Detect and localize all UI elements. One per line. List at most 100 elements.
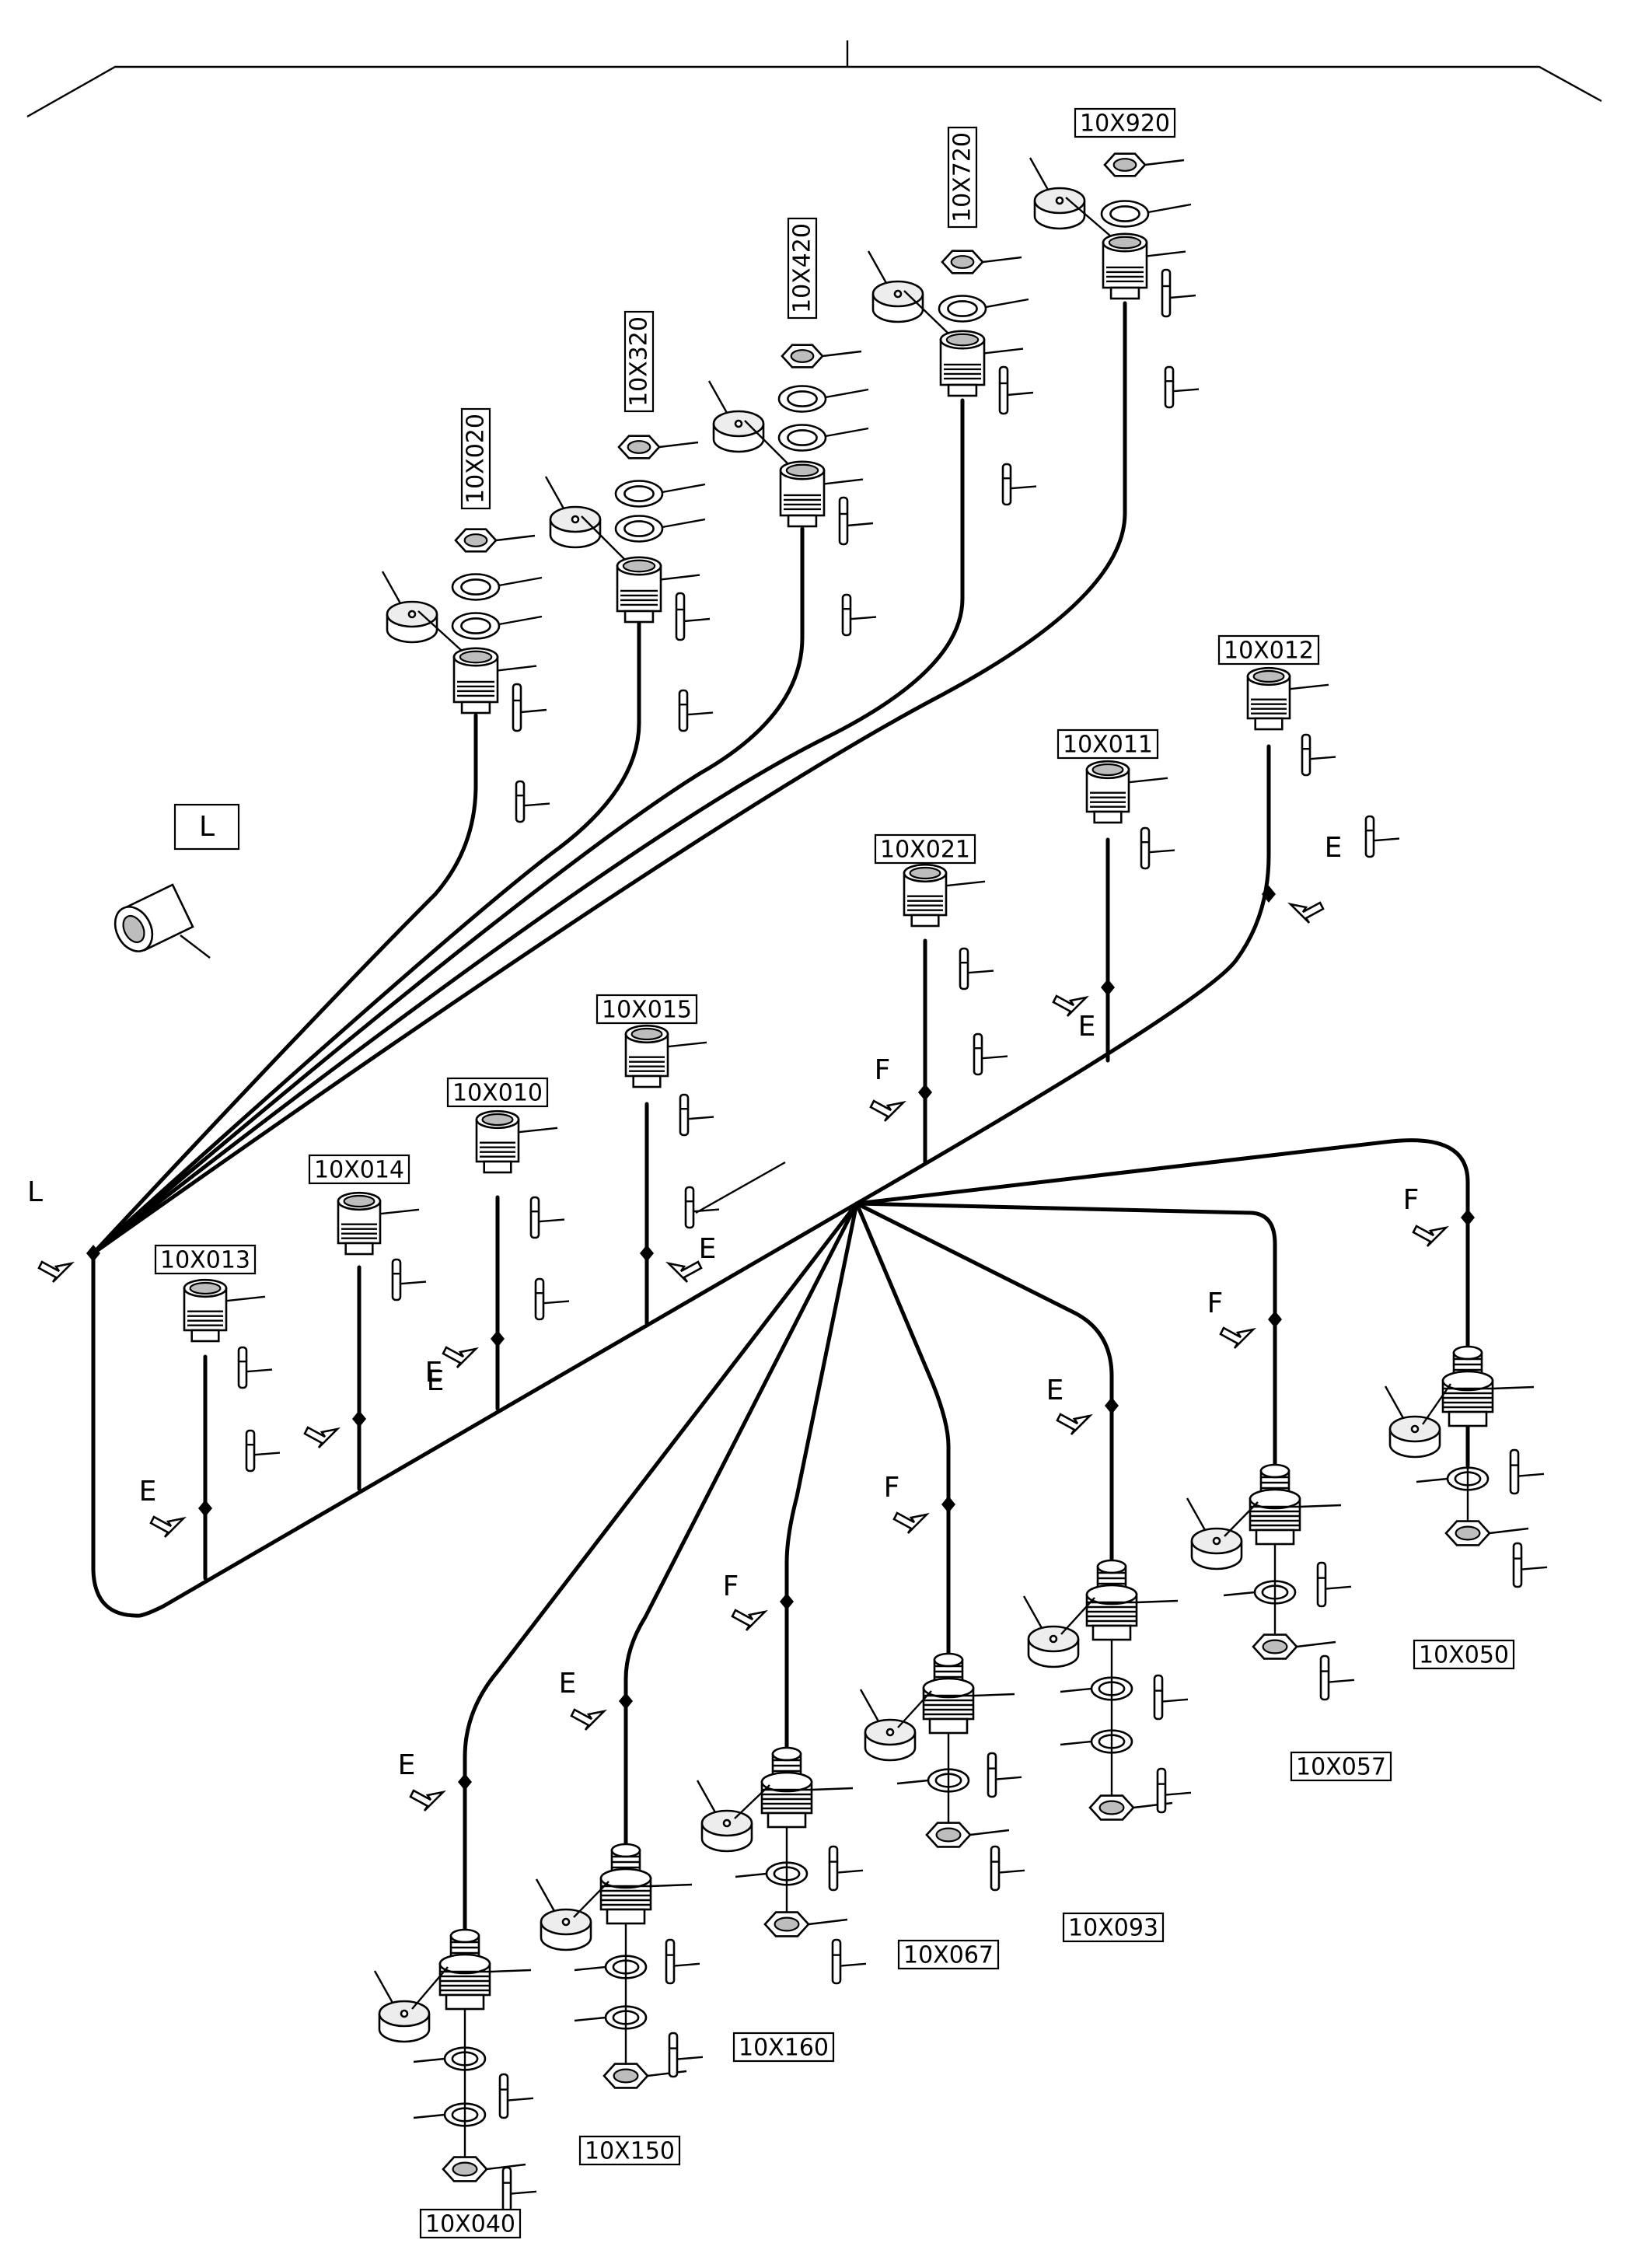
connector-label: 10X011 — [1063, 732, 1153, 759]
label-10x012: 10X012 — [1217, 634, 1320, 666]
breakout-e-2 — [303, 1410, 366, 1448]
breakout-f-8 — [1412, 1209, 1475, 1247]
bracket-l-group: L — [114, 803, 240, 959]
breakout-letter: E — [427, 1365, 445, 1397]
connector-label: 10X014 — [314, 1157, 404, 1184]
connector-10x021: 10X021 — [874, 833, 1008, 1076]
breakout-e-7 — [1262, 886, 1325, 924]
label-10x057: 10X057 — [1290, 1751, 1392, 1782]
connector-label: 10X057 — [1296, 1754, 1386, 1781]
connector-label: 10X010 — [452, 1080, 543, 1107]
breakout-letter: L — [27, 1176, 43, 1208]
connector-10x012: 10X012 — [1217, 634, 1400, 858]
breakout-f-11 — [892, 1496, 955, 1534]
label-10x320: 10X320 — [623, 310, 655, 413]
label-10x050: 10X050 — [1413, 1639, 1515, 1670]
breakout-letter: F — [723, 1570, 739, 1602]
label-10x093: 10X093 — [1062, 1912, 1165, 1943]
connector-10x020: 10X020 — [381, 407, 550, 823]
breakout-letter: E — [425, 1357, 443, 1389]
breakout-l-0 — [37, 1245, 100, 1283]
breakout-letter: E — [398, 1749, 416, 1781]
upper-branches — [91, 301, 1127, 1256]
label-10x014: 10X014 — [308, 1154, 410, 1185]
label-10x011: 10X011 — [1057, 728, 1159, 760]
connector-label: 10X920 — [1080, 110, 1170, 138]
connector-label: 10X012 — [1224, 638, 1314, 665]
connector-10x720: 10X720 — [867, 126, 1037, 506]
connector-label: 10X050 — [1419, 1642, 1509, 1669]
breakout-letter: E — [1046, 1375, 1064, 1406]
connector-10x010: 10X010 — [446, 1077, 570, 1321]
breakout-letter: F — [1403, 1184, 1420, 1216]
breakout-e-13 — [570, 1693, 633, 1731]
connector-label: 10X067 — [903, 1942, 994, 1969]
connector-label: 10X093 — [1068, 1915, 1158, 1942]
label-10x010: 10X010 — [446, 1077, 549, 1108]
label-10x013: 10X013 — [154, 1244, 257, 1275]
connector-label: 10X040 — [425, 2211, 515, 2238]
connector-10x420: 10X420 — [707, 217, 877, 637]
breakout-letter: F — [1207, 1287, 1224, 1319]
breakout-letter: E — [139, 1476, 157, 1508]
breakout-letter: E — [699, 1233, 717, 1265]
connector-label: 10X320 — [626, 316, 653, 407]
label-10x420: 10X420 — [787, 217, 818, 320]
connector-assemblies: 10X020 10X320 10X420 10X720 10X920 10X012 10X0… — [154, 107, 1548, 2239]
label-10x021: 10X021 — [874, 833, 976, 865]
label-10x720: 10X720 — [947, 126, 978, 229]
connector-10x057: 10X057 — [1186, 1463, 1392, 1782]
title-frame — [26, 40, 1602, 118]
breakout-letter: E — [1325, 832, 1343, 864]
connector-label: 10X720 — [949, 132, 976, 222]
breakout-f-12 — [731, 1593, 794, 1631]
connector-label: 10X015 — [602, 997, 692, 1024]
label-10x150: 10X150 — [578, 2135, 681, 2166]
breakout-letter: F — [875, 1054, 891, 1086]
connector-10x160: 10X160 — [696, 1746, 867, 2063]
breakout-markers — [37, 886, 1475, 1812]
connector-label: 10X021 — [880, 837, 970, 864]
fan-branches — [463, 1138, 1470, 1934]
connector-10x040: 10X040 — [373, 1928, 537, 2239]
breakout-e-6 — [1052, 979, 1115, 1017]
label-10x015: 10X015 — [595, 994, 698, 1025]
breakout-e-3 — [442, 1330, 505, 1368]
connector-label: 10X150 — [585, 2138, 675, 2165]
breakout-letter: E — [1078, 1011, 1096, 1043]
connector-10x093: 10X093 — [1022, 1559, 1192, 1943]
main-trunk — [91, 1201, 859, 1618]
breakout-letter: E — [559, 1668, 577, 1700]
label-10x160: 10X160 — [732, 2032, 835, 2063]
connector-label: 10X020 — [463, 414, 490, 504]
connector-10x920: 10X920 — [1029, 107, 1200, 409]
connector-10x013: 10X013 — [154, 1244, 281, 1473]
bracket-l-label: L — [199, 811, 215, 843]
connector-10x150: 10X150 — [535, 1843, 704, 2166]
label-10x920: 10X920 — [1074, 107, 1176, 138]
breakout-f-5 — [869, 1084, 932, 1122]
sleeve-part — [114, 883, 211, 959]
connector-10x014: 10X014 — [308, 1154, 427, 1301]
connector-label: 10X160 — [739, 2035, 829, 2062]
connector-label: 10X420 — [789, 223, 816, 313]
label-10x020: 10X020 — [460, 407, 491, 510]
connector-10x050: 10X050 — [1384, 1345, 1548, 1670]
breakout-e-10 — [1056, 1397, 1119, 1435]
connector-10x011: 10X011 — [1057, 728, 1175, 870]
connector-10x320: 10X320 — [544, 310, 714, 732]
label-10x040: 10X040 — [419, 2208, 522, 2239]
trunk-branches — [203, 744, 1271, 1581]
breakout-e-14 — [409, 1773, 472, 1812]
connector-10x067: 10X067 — [859, 1652, 1025, 1970]
connector-10x015: 10X015 — [595, 994, 720, 1229]
breakout-letter: F — [884, 1472, 900, 1504]
connector-label: 10X013 — [160, 1247, 250, 1274]
breakout-f-9 — [1219, 1311, 1282, 1349]
label-10x067: 10X067 — [897, 1939, 1000, 1970]
breakout-e-4 — [640, 1245, 703, 1283]
breakout-e-1 — [149, 1500, 212, 1538]
